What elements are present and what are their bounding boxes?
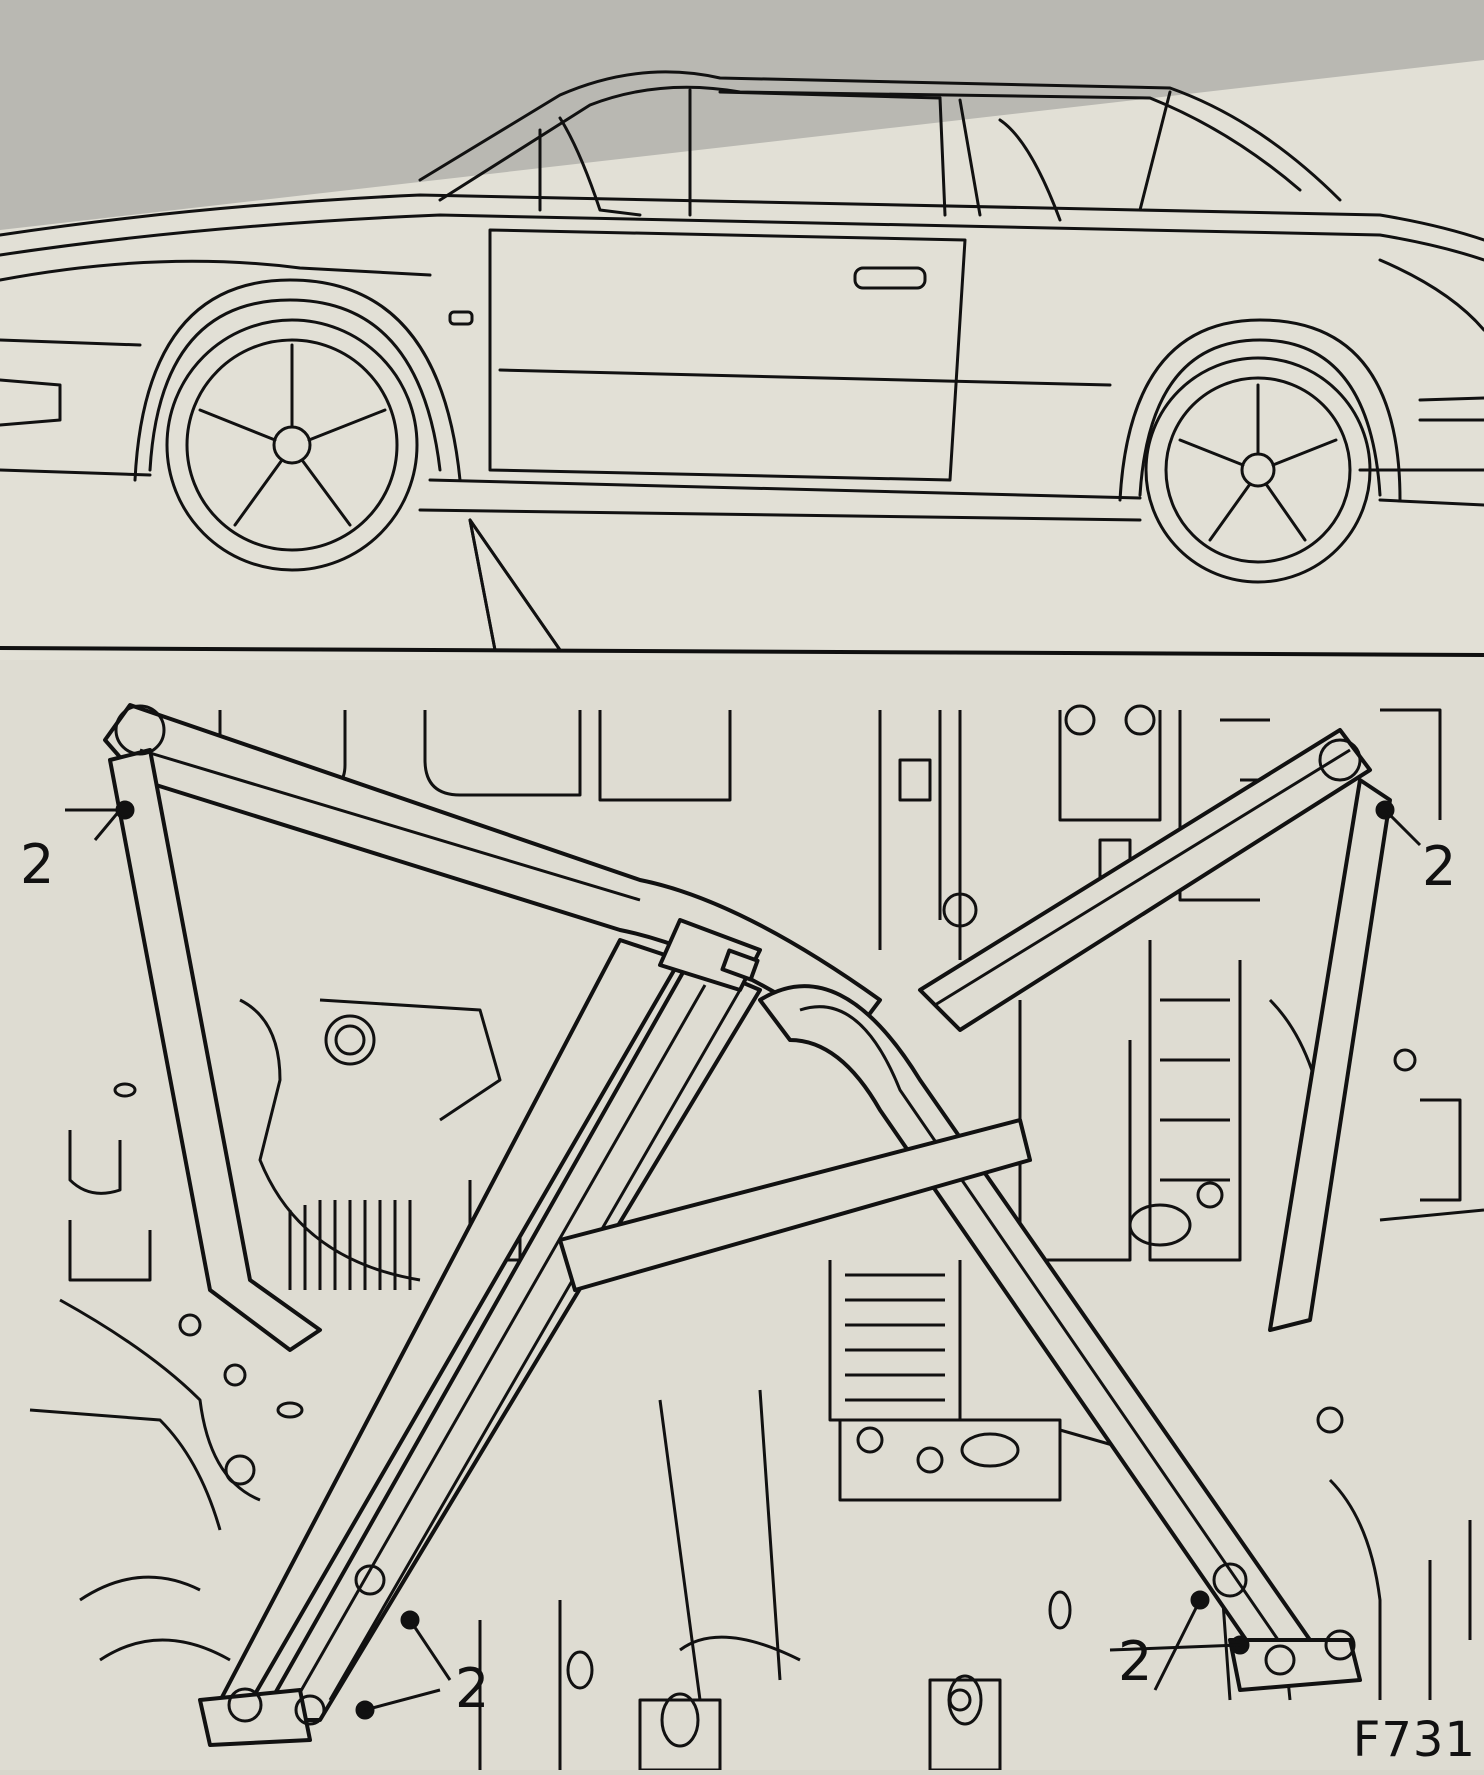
bolt-left-frame <box>224 1454 256 1486</box>
bolt-lower-left-a <box>227 1687 263 1723</box>
bolt-lower-right-a <box>1212 1562 1248 1598</box>
brace-leg-lower-right <box>758 984 1312 1662</box>
brace-side-rail-right <box>1268 778 1392 1332</box>
brace-foot-right <box>1228 1638 1362 1692</box>
bolt-top-left-outer <box>114 704 166 756</box>
callout-label-top-right: 2 <box>1422 835 1457 898</box>
brace-arm-top-right <box>918 728 1372 1032</box>
callout-label-top-left: 2 <box>20 833 55 896</box>
bolt-right-frame <box>1316 1406 1344 1434</box>
brace-cross-tube <box>558 1118 1032 1292</box>
fasteners <box>114 704 1395 1726</box>
car-side-view <box>0 70 1484 652</box>
leader-lines <box>65 808 1422 1712</box>
x-brace-assembly <box>103 703 1392 1747</box>
monitor-bezel <box>0 0 1484 230</box>
callout-label-bottom-left: 2 <box>455 1657 490 1720</box>
section-divider <box>0 646 1484 657</box>
bolt-lower-left-b <box>294 1694 326 1726</box>
bolt-lower-left-c <box>354 1564 386 1596</box>
bolt-lower-right-b <box>1264 1644 1296 1676</box>
figure-code: F731 <box>1352 1712 1476 1768</box>
callout-label-bottom-right: 2 <box>1118 1630 1153 1693</box>
brace-side-rail-left <box>108 748 322 1352</box>
bolt-top-right-outer <box>1318 738 1362 782</box>
bolt-lower-right-c <box>1324 1629 1356 1661</box>
